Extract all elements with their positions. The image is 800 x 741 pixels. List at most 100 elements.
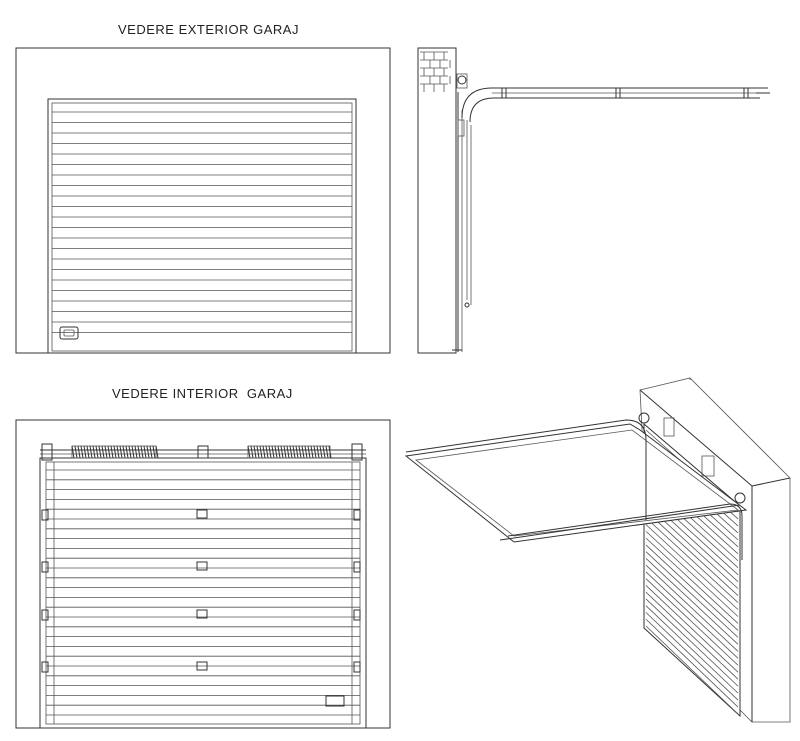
iso-slat-line bbox=[645, 571, 739, 659]
side-track-bracket-3 bbox=[743, 87, 749, 99]
side-wall bbox=[417, 47, 457, 354]
spring-coil bbox=[77, 445, 81, 459]
side-pulley-icon bbox=[457, 75, 467, 85]
spring-coil bbox=[292, 445, 296, 459]
spring-coil bbox=[149, 445, 153, 459]
left-hinge-icon bbox=[41, 609, 49, 621]
iso-slat-line bbox=[645, 564, 739, 652]
spring-coil bbox=[74, 445, 78, 459]
spring-coil bbox=[134, 445, 138, 459]
isometric-drawing bbox=[404, 377, 791, 723]
spring-coil bbox=[319, 445, 323, 459]
interior-lock-icon bbox=[325, 695, 345, 707]
right-drum-icon bbox=[351, 443, 363, 461]
interior-view-title: VEDERE INTERIOR GARAJ bbox=[112, 386, 293, 401]
right-hinge-icon bbox=[353, 509, 361, 521]
exterior-handle-icon bbox=[59, 326, 79, 340]
spring-coil bbox=[313, 445, 317, 459]
torsion-springs bbox=[71, 445, 332, 459]
iso-pulley-left-icon bbox=[638, 412, 650, 424]
spring-coil bbox=[110, 445, 114, 459]
center-bearing-icon bbox=[197, 445, 209, 459]
center-hinge-icon bbox=[196, 661, 208, 671]
spring-coil bbox=[301, 445, 305, 459]
exterior-frame bbox=[15, 47, 391, 354]
spring-coil bbox=[80, 445, 84, 459]
interior-hinges bbox=[41, 509, 361, 673]
side-horizontal-track-top bbox=[461, 87, 768, 119]
side-bracket bbox=[457, 119, 465, 137]
iso-slat-line bbox=[645, 605, 739, 694]
spring-coil bbox=[140, 445, 144, 459]
spring-coil bbox=[277, 445, 281, 459]
spring-coil bbox=[113, 445, 117, 459]
spring-coil bbox=[253, 445, 257, 459]
interior-slats bbox=[46, 462, 360, 724]
spring-coil bbox=[86, 445, 90, 459]
spring-coil bbox=[262, 445, 266, 459]
spring-coil bbox=[83, 445, 87, 459]
spring-coil bbox=[122, 445, 126, 459]
spring-coil bbox=[328, 445, 332, 459]
iso-slat-line bbox=[645, 625, 739, 715]
iso-slat-line bbox=[645, 598, 739, 687]
spring-coil bbox=[71, 445, 75, 459]
iso-slat-line bbox=[645, 517, 739, 603]
center-hinge-icon bbox=[196, 561, 208, 571]
iso-pulley-right-icon bbox=[734, 492, 746, 504]
spring-coil bbox=[298, 445, 302, 459]
left-drum-icon bbox=[41, 443, 53, 461]
side-wall-bricks bbox=[420, 51, 451, 92]
spring-coil bbox=[307, 445, 311, 459]
spring-coil bbox=[116, 445, 120, 459]
spring-coil bbox=[95, 445, 99, 459]
iso-slat-line bbox=[645, 585, 739, 673]
spring-coil bbox=[89, 445, 93, 459]
side-section-drawing bbox=[417, 47, 770, 354]
interior-view-drawing bbox=[15, 419, 391, 729]
spring-coil bbox=[256, 445, 260, 459]
spring-coil bbox=[259, 445, 263, 459]
exterior-view-drawing bbox=[15, 47, 391, 354]
iso-slat-line bbox=[645, 524, 739, 610]
interior-door-opening bbox=[39, 457, 367, 729]
spring-coil bbox=[125, 445, 129, 459]
iso-slat-line bbox=[645, 578, 739, 666]
side-horizontal-track-bottom bbox=[469, 97, 760, 123]
spring-coil bbox=[152, 445, 156, 459]
spring-coil bbox=[286, 445, 290, 459]
iso-slat-line bbox=[645, 612, 739, 701]
iso-door-raised bbox=[404, 423, 748, 543]
spring-coil bbox=[131, 445, 135, 459]
side-track-bracket-2 bbox=[615, 87, 621, 99]
center-hinge-icon bbox=[196, 609, 208, 619]
exterior-door-opening bbox=[47, 98, 357, 354]
spring-coil bbox=[265, 445, 269, 459]
iso-slat-line bbox=[645, 510, 739, 596]
left-hinge-icon bbox=[41, 509, 49, 521]
spring-coil bbox=[146, 445, 150, 459]
spring-coil bbox=[271, 445, 275, 459]
spring-coil bbox=[143, 445, 147, 459]
iso-spring-icon bbox=[701, 455, 715, 477]
spring-coil bbox=[247, 445, 251, 459]
spring-coil bbox=[104, 445, 108, 459]
spring-coil bbox=[268, 445, 272, 459]
spring-coil bbox=[310, 445, 314, 459]
iso-track-left bbox=[405, 419, 647, 520]
interior-frame bbox=[15, 419, 391, 729]
spring-coil bbox=[289, 445, 293, 459]
spring-coil bbox=[101, 445, 105, 459]
spring-coil bbox=[92, 445, 96, 459]
spring-coil bbox=[128, 445, 132, 459]
spring-coil bbox=[119, 445, 123, 459]
iso-slat-line bbox=[645, 591, 739, 680]
iso-slat-line bbox=[645, 537, 739, 624]
side-track-bracket-1 bbox=[501, 87, 507, 99]
iso-slat-line bbox=[645, 531, 739, 617]
exterior-door-panel bbox=[51, 102, 353, 352]
spring-coil bbox=[107, 445, 111, 459]
spring-coil bbox=[280, 445, 284, 459]
spring-coil bbox=[295, 445, 299, 459]
